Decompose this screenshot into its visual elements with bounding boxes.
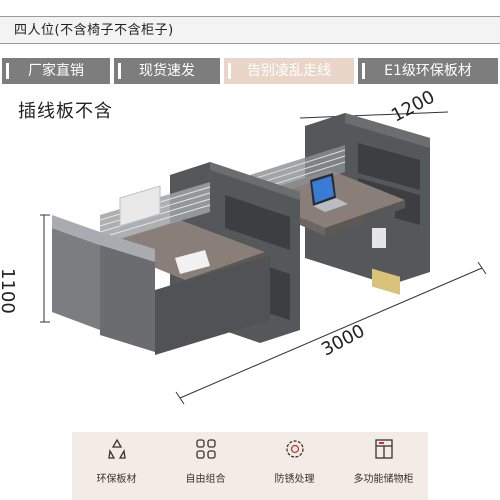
dimension-lines	[40, 111, 487, 405]
laptop	[310, 173, 348, 212]
feature-eco-board: 环保板材	[72, 432, 161, 500]
dim-line-bottom	[179, 267, 483, 399]
dim-line-top	[299, 111, 449, 119]
recycle-icon	[108, 438, 126, 459]
tag-bar	[362, 63, 365, 79]
tag-bar	[228, 63, 231, 79]
feature-tags: 厂家直销 现货速发 告别凌乱走线 E1级环保板材	[0, 58, 500, 84]
feature-free-combo: 自由组合	[161, 432, 250, 500]
workstation-illustration	[40, 111, 487, 405]
tag-label: 告别凌乱走线	[247, 63, 331, 79]
tag-label: 厂家直销	[28, 63, 84, 79]
header: 四人位(不含椅子不含柜子)	[0, 0, 500, 46]
front-end-panels	[52, 215, 270, 355]
feature-rust-proof: 防锈处理	[250, 432, 339, 500]
feature-label: 自由组合	[185, 474, 226, 485]
feature-label: 防锈处理	[274, 474, 315, 485]
tag-label: 现货速发	[139, 63, 195, 79]
paper	[175, 250, 210, 274]
feature-label: 环保板材	[96, 474, 137, 485]
cabinet-icon	[375, 439, 393, 459]
shield-gear-icon	[286, 440, 304, 458]
tag-e1-board: E1级环保板材	[358, 58, 498, 84]
power-strip-note: 插线板不含	[18, 101, 113, 122]
tag-bar	[118, 63, 121, 79]
tag-cable-management: 告别凌乱走线	[224, 58, 354, 84]
dim-tick	[477, 261, 487, 275]
dim-tick	[175, 391, 185, 405]
title-strip	[0, 16, 500, 44]
grid-icon	[196, 439, 216, 459]
monitor	[119, 185, 161, 227]
tag-in-stock: 现货速发	[114, 58, 220, 84]
page-title: 四人位(不含椅子不含柜子)	[14, 23, 174, 38]
tag-direct-sale: 厂家直销	[2, 58, 110, 84]
tag-label: E1级环保板材	[384, 63, 472, 79]
cpu-tower	[372, 228, 386, 248]
height-dimension: 1100	[0, 268, 18, 314]
feature-storage: 多功能储物柜	[339, 432, 428, 500]
tag-bar	[6, 63, 9, 79]
feature-label: 多功能储物柜	[353, 474, 414, 485]
feature-bar: 环保板材 自由组合 防锈处理 多功能储物柜	[72, 432, 428, 500]
